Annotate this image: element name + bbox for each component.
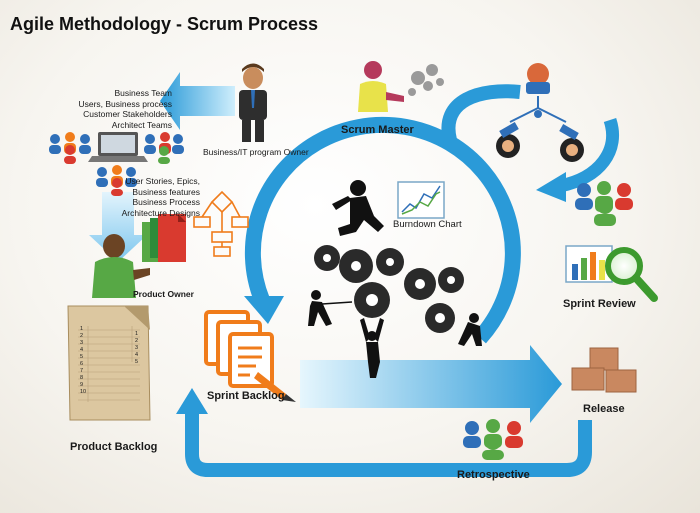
backlog-side-number: 3 — [135, 345, 139, 351]
scrum-master-label: Scrum Master — [341, 124, 414, 136]
backlog-number-column: 1 2 3 4 5 6 7 8 9 10 — [80, 326, 86, 396]
stakeholder-list: Business Team Users, Business process Cu… — [78, 88, 172, 130]
laptop-icon — [88, 132, 148, 162]
page-title: Agile Methodology - Scrum Process — [10, 14, 319, 34]
team-network-icon — [496, 63, 584, 162]
backlog-number: 3 — [80, 340, 84, 346]
input-line: Architecture Designs — [121, 207, 200, 218]
burndown-chart-icon — [397, 181, 445, 219]
release-arrow — [300, 345, 562, 423]
people-group-icon — [144, 132, 184, 164]
boxes-icon — [571, 347, 637, 393]
input-line: Business features — [132, 186, 200, 197]
backlog-side-number: 1 — [135, 331, 139, 337]
documents-icon — [142, 214, 186, 262]
product-backlog-sheet — [67, 305, 151, 421]
sprint-cycle-arrow — [244, 84, 620, 344]
backlog-side-number: 2 — [135, 338, 139, 344]
inputs-list: User Stories, Epics, Business features B… — [122, 176, 200, 218]
backlog-side-number: 5 — [135, 359, 139, 365]
business-owner-label: Business/IT program Owner — [203, 147, 309, 157]
product-owner-label: Product Owner — [133, 289, 194, 299]
input-line: User Stories, Epics, — [125, 176, 200, 186]
stakeholder-line: Users, Business process — [78, 98, 172, 109]
input-line: Business Process — [132, 197, 200, 207]
flowchart-icon — [193, 190, 249, 257]
magnifier-icon — [605, 247, 658, 302]
backlog-number: 6 — [80, 361, 84, 367]
gears-icon — [314, 245, 464, 333]
people-group-icon — [96, 165, 137, 196]
team-silhouettes — [308, 180, 482, 378]
stakeholder-line: Architect Teams — [111, 119, 172, 130]
retrospective-label: Retrospective — [457, 469, 530, 481]
sprint-backlog-documents — [204, 310, 296, 402]
backlog-number: 5 — [80, 354, 84, 360]
scrum-master-figure — [358, 61, 404, 112]
burndown-chart-label: Burndown Chart — [393, 219, 462, 230]
product-backlog-label: Product Backlog — [70, 441, 158, 453]
backlog-number: 7 — [80, 368, 84, 374]
stakeholder-line: Customer Stakeholders — [83, 109, 172, 119]
business-owner-figure — [239, 63, 267, 142]
sprint-backlog-label: Sprint Backlog — [207, 390, 285, 402]
backlog-number: 10 — [80, 389, 87, 395]
backlog-side-number-column: 1 2 3 4 5 — [135, 331, 138, 366]
people-group-icon — [49, 132, 91, 164]
sprint-review-label: Sprint Review — [563, 298, 636, 310]
sprint-review-graphic — [565, 245, 613, 283]
backlog-number: 1 — [80, 326, 84, 332]
feedback-arrow-left — [160, 72, 235, 130]
backlog-number: 4 — [80, 347, 84, 353]
stakeholder-groups — [49, 132, 184, 196]
product-owner-figure — [92, 234, 150, 298]
release-label: Release — [583, 403, 625, 415]
backlog-side-number: 4 — [135, 352, 139, 358]
stakeholder-line: Business Team — [114, 88, 172, 98]
people-group-icon — [463, 419, 523, 460]
retrospective-loop-arrow — [176, 388, 592, 477]
backlog-number: 9 — [80, 382, 84, 388]
people-group-icon — [575, 181, 633, 226]
backlog-number: 8 — [80, 375, 84, 381]
backlog-number: 2 — [80, 333, 84, 339]
gears-icon — [408, 64, 444, 96]
